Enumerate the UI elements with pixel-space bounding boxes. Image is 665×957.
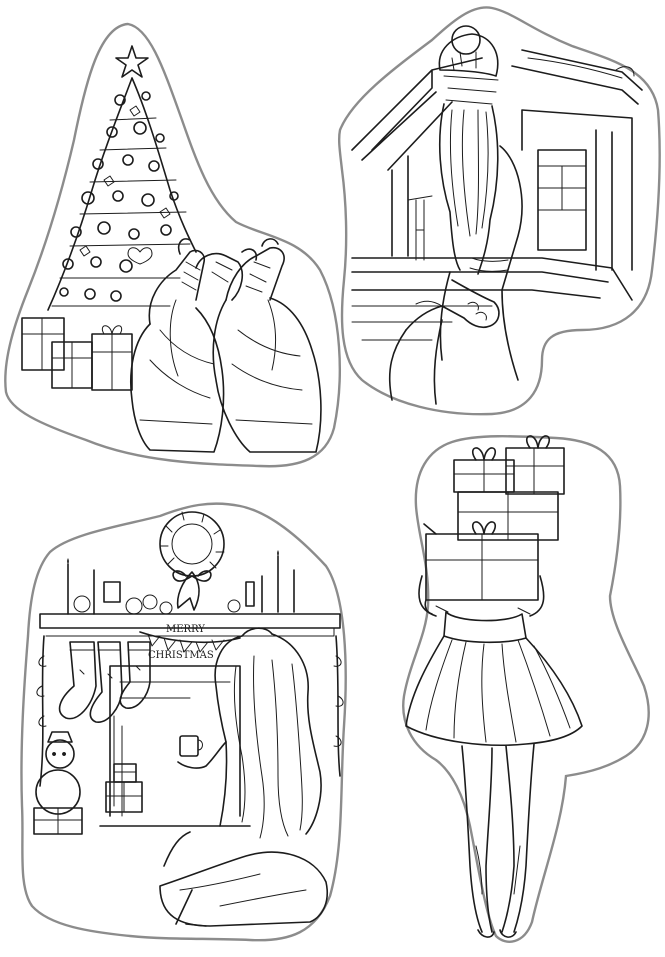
- stamp-tree-girls: [0, 0, 345, 470]
- banner-line-merry: MERRY: [166, 624, 205, 635]
- stamp-fireplace: MERRY CHRISTMAS: [10, 486, 355, 952]
- banner-line-christmas: CHRISTMAS: [148, 650, 214, 661]
- fireplace-illustration: MERRY CHRISTMAS: [20, 502, 347, 942]
- house-hand-illustration: [337, 6, 661, 416]
- stamp-gifts-girl: [396, 426, 658, 952]
- stamp-house-hand: [332, 0, 665, 420]
- tree-girls-illustration: [4, 22, 341, 468]
- gifts-girl-illustration: [402, 435, 650, 943]
